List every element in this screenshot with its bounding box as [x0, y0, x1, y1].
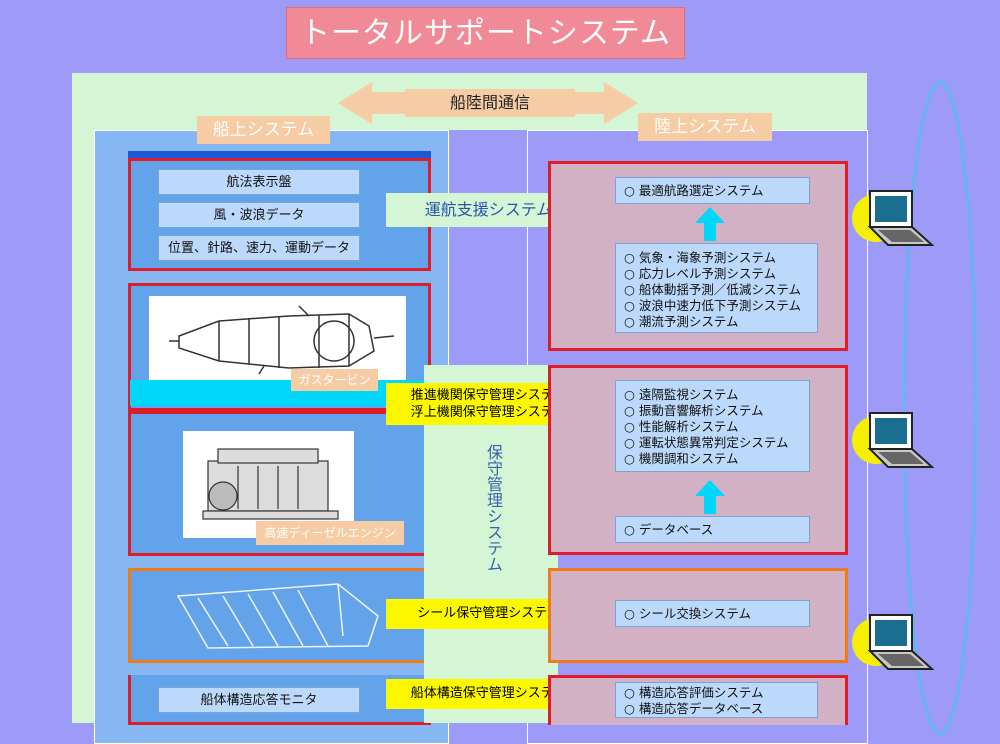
engine-box: ○ 遠隔監視システム ○ 振動音響解析システム ○ 性能解析システム ○ 運転状… — [615, 380, 810, 472]
hull-evaluation-box: ○ 構造応答評価システム ○ 構造応答データベース — [615, 682, 818, 718]
page-title: トータルサポートシステム — [286, 7, 685, 59]
optimal-route-box: ○ 最適航路選定システム — [615, 177, 810, 204]
network-ellipse — [902, 80, 978, 736]
forecast-box: ○ 気象・海象予測システム ○ 応力レベル予測システム ○ 船体動揺予測／低減シ… — [615, 243, 818, 333]
forecast-item-stress: ○ 応力レベル予測システム — [624, 266, 777, 281]
up-arrow-icon — [695, 480, 725, 514]
nav-display-label: 航法表示盤 — [158, 169, 360, 195]
hull-item-database: ○ 構造応答データベース — [624, 701, 764, 716]
propulsion-maintenance-line-2: 浮上機関保守管理システム — [410, 405, 567, 420]
laptop-icon — [852, 190, 934, 246]
seal-exchange-box: ○ シール交換システム — [615, 600, 810, 627]
diesel-engine-image — [183, 431, 354, 538]
propulsion-maintenance-line-1: 推進機関保守管理システム — [410, 388, 567, 403]
laptop-icon — [852, 614, 934, 670]
gas-turbine-image — [149, 296, 406, 382]
position-data-label: 位置、針路、速力、運動データ — [158, 235, 360, 261]
engine-item-remote: ○ 遠隔監視システム — [624, 387, 739, 402]
forecast-item-motion: ○ 船体動揺予測／低減システム — [624, 282, 802, 297]
engine-item-vibration: ○ 振動音響解析システム — [624, 403, 764, 418]
database-box: ○ データベース — [615, 516, 810, 543]
land-system-tag: 陸上システム — [638, 113, 772, 141]
engine-item-performance: ○ 性能解析システム — [624, 419, 739, 434]
engine-item-tuning: ○ 機関調和システム — [624, 451, 739, 466]
wind-wave-label: 風・波浪データ — [158, 202, 360, 228]
diesel-engine-label: 高速ディーゼルエンジン — [256, 521, 404, 545]
forecast-item-tide: ○ 潮流予測システム — [624, 314, 739, 329]
maintenance-system-label: 保守管理システム — [484, 444, 503, 572]
forecast-item-speed: ○ 波浪中速力低下予測システム — [624, 298, 802, 313]
engine-item-anomaly: ○ 運転状態異常判定システム — [624, 435, 789, 450]
up-arrow-icon — [695, 207, 725, 241]
hull-monitor-label: 船体構造応答モニタ — [158, 687, 360, 713]
gas-turbine-cyan-band — [130, 380, 430, 406]
forecast-item-weather: ○ 気象・海象予測システム — [624, 250, 777, 265]
seal-skirt-image — [176, 583, 379, 649]
ship-system-tag: 船上システム — [197, 116, 330, 144]
laptop-icon — [852, 412, 934, 468]
hull-item-evaluation: ○ 構造応答評価システム — [624, 685, 764, 700]
gas-turbine-label: ガスタービン — [291, 369, 378, 391]
communication-label: 船陸間通信 — [405, 89, 575, 117]
